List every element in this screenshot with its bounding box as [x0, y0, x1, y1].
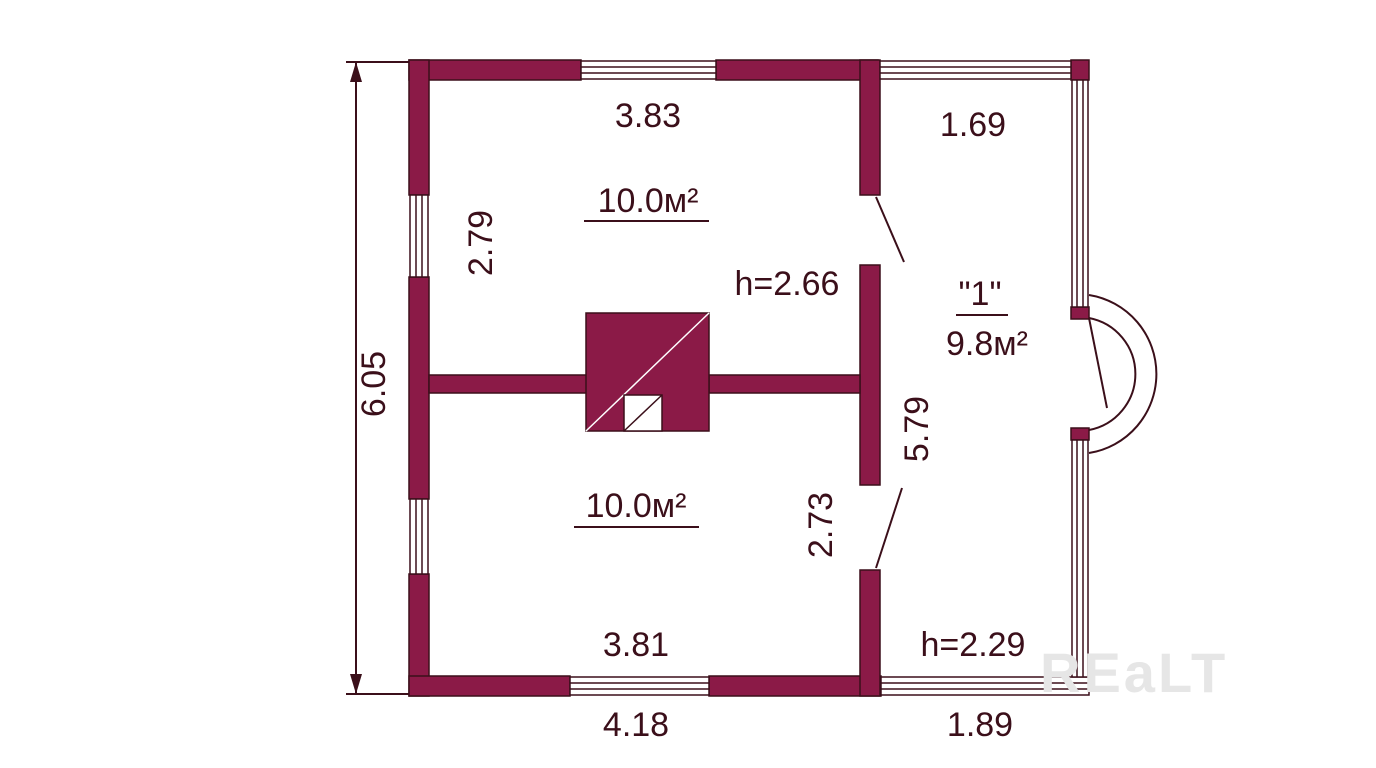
wall-internal-mid — [859, 264, 881, 486]
dimension-line-vertical — [346, 61, 410, 695]
entrance-porch — [1088, 294, 1158, 454]
wall-bottom-left — [408, 675, 571, 697]
windows — [409, 60, 1090, 696]
wall-bottom-mid — [708, 675, 882, 697]
wall-partition-left — [428, 374, 588, 394]
label-total-height: 6.05 — [355, 351, 393, 417]
label-hall-length: 5.79 — [898, 396, 936, 462]
label-bottom-width-left: 4.18 — [603, 706, 669, 744]
window-bottom-left — [569, 676, 710, 696]
label-top-width-right: 1.69 — [940, 106, 1006, 144]
wall-left-1 — [408, 59, 430, 196]
label-room1-side: 2.79 — [462, 210, 500, 276]
label-hall-area: 9.8м² — [946, 325, 1028, 363]
label-room1-area: 10.0м² — [598, 182, 699, 220]
window-top-left — [580, 60, 717, 80]
window-bottom-right — [880, 676, 1090, 696]
label-ceiling-height-1: h=2.66 — [735, 265, 840, 303]
label-bottom-inner-width: 3.81 — [603, 626, 669, 664]
stove — [585, 312, 710, 432]
wall-left-2 — [408, 276, 430, 500]
wall-right-stub-2 — [1070, 427, 1090, 441]
watermark: REaLT — [1040, 641, 1228, 704]
window-right-lower — [1071, 439, 1089, 678]
window-top-right — [879, 60, 1072, 80]
wall-top-mid — [715, 59, 879, 81]
wall-top-left — [408, 59, 582, 81]
door-upper — [875, 196, 905, 263]
window-left-lower — [409, 498, 429, 575]
wall-partition-right — [708, 374, 861, 394]
label-hall-name: "1" — [958, 275, 1001, 313]
label-room2-side: 2.73 — [802, 492, 840, 558]
wall-top-corner — [1070, 59, 1090, 81]
wall-right-stub-1 — [1070, 306, 1090, 320]
walls — [408, 59, 1090, 697]
door-lower — [875, 487, 903, 569]
doors — [875, 196, 905, 569]
label-top-width-left: 3.83 — [615, 97, 681, 135]
wall-internal-top — [859, 59, 881, 196]
label-ceiling-height-2: h=2.29 — [921, 626, 1026, 664]
window-right-upper — [1071, 79, 1089, 308]
window-left-upper — [409, 194, 429, 278]
label-bottom-width-right: 1.89 — [947, 706, 1013, 744]
label-room2-area: 10.0м² — [586, 487, 687, 525]
wall-internal-bottom — [859, 569, 881, 697]
